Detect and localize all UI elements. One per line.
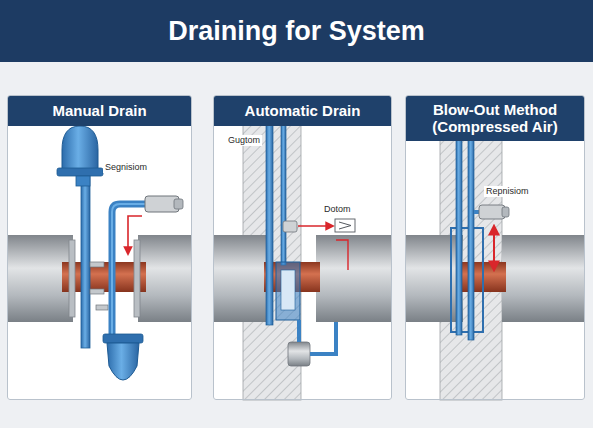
figure-part — [69, 240, 75, 317]
figure-part — [502, 207, 509, 217]
figure-part — [213, 95, 392, 400]
figure-part — [7, 95, 192, 400]
part-label: Gugtom — [226, 135, 262, 146]
figure-part — [134, 240, 140, 317]
part-label: Repnisiom — [484, 186, 531, 197]
blow-out-figure — [405, 95, 585, 400]
figure-part — [276, 262, 300, 320]
figure-part — [96, 305, 108, 310]
figure-part — [297, 320, 301, 342]
figure-part — [174, 199, 183, 209]
panel-heading: Manual Drain — [8, 96, 191, 126]
panel-box: Manual Drain — [7, 95, 192, 400]
figure-part — [90, 262, 104, 267]
panel-heading: Automatic Drain — [214, 96, 391, 126]
figure-part — [288, 342, 310, 366]
figure-part — [112, 204, 146, 336]
figure-part — [90, 289, 104, 294]
part-label: Dotom — [322, 204, 353, 215]
figure-part — [57, 168, 103, 176]
part-label: Segnisiom — [103, 162, 149, 173]
figure-part — [310, 322, 336, 354]
panel-box: Blow-Out Method (Compressed Air) — [405, 95, 585, 400]
figure-part — [0, 0, 593, 62]
figure-part — [335, 219, 355, 232]
figure-part — [281, 270, 295, 310]
page-title: Draining for System — [0, 0, 593, 62]
figure-part — [298, 225, 333, 227]
figure-part — [405, 235, 463, 322]
figure-part — [479, 205, 505, 219]
figure-part — [316, 235, 392, 322]
figure-part — [76, 176, 90, 186]
figure-part — [281, 125, 286, 265]
figure-part — [468, 125, 474, 340]
figure-part — [138, 235, 192, 322]
figure-part — [128, 216, 142, 254]
figure-part — [283, 221, 297, 232]
figure-part — [336, 240, 348, 270]
figure-part — [81, 170, 90, 348]
figure-part — [339, 222, 351, 229]
header-bar — [0, 0, 593, 62]
figure-part — [107, 343, 139, 380]
figure-part — [456, 125, 462, 335]
panel-heading: Blow-Out Method (Compressed Air) — [406, 96, 584, 141]
figure-part — [62, 126, 98, 170]
figure-part — [103, 334, 143, 343]
figure-part — [266, 125, 273, 325]
figure-part — [112, 204, 146, 336]
figure-part — [493, 226, 495, 270]
automatic-drain-figure — [213, 95, 392, 400]
manual-drain-figure — [7, 95, 192, 400]
figure-part — [213, 235, 271, 322]
figure-part — [502, 235, 585, 322]
figure-part — [405, 95, 585, 400]
